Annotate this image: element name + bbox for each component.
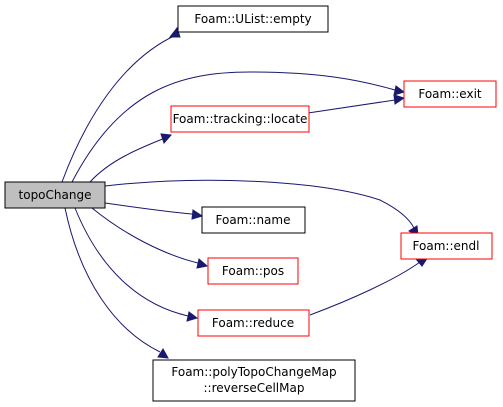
edge-reduce-endl (309, 261, 421, 316)
node-box (403, 80, 497, 108)
node-endl[interactable]: Foam::endl (400, 232, 493, 260)
node-label: Foam::tracking::locate (173, 112, 308, 126)
arrowhead-topochange-exit (393, 85, 406, 96)
node-label: Foam::name (216, 213, 291, 227)
arrowhead-topochange-locate (160, 133, 173, 144)
node-reduce[interactable]: Foam::reduce (197, 309, 310, 337)
arrowhead-topochange-pos (196, 258, 209, 269)
node-box (400, 232, 493, 260)
node-label-line1: Foam::polyTopoChangeMap (171, 365, 336, 379)
arrowhead-locate-exit (393, 94, 406, 105)
arrowhead-topochange-reversecellmap (157, 348, 169, 359)
node-box (197, 309, 310, 337)
edge-topochange-reduce (74, 207, 189, 317)
edge-topochange-reversecellmap (64, 207, 161, 353)
node-label: Foam::pos (222, 264, 284, 278)
edge-topochange-endl (104, 179, 415, 229)
node-box (170, 105, 310, 133)
node-box (201, 206, 306, 234)
node-exit[interactable]: Foam::exit (403, 80, 497, 108)
node-name[interactable]: Foam::name (201, 206, 306, 234)
node-box (4, 181, 106, 209)
node-box (177, 5, 329, 33)
edge-topochange-exit (71, 71, 396, 183)
edge-topochange-pos (91, 207, 199, 264)
node-label: topoChange (19, 188, 92, 202)
node-ulist-empty[interactable]: Foam::UList::empty (177, 5, 329, 33)
node-label: Foam::exit (418, 87, 482, 101)
edge-locate-exit (307, 99, 396, 114)
arrowhead-topochange-reduce (186, 311, 199, 322)
edge-topochange-ulist-empty (61, 34, 177, 183)
node-box (207, 257, 299, 285)
node-box (152, 359, 356, 402)
node-pos[interactable]: Foam::pos (207, 257, 299, 285)
edge-topochange-locate (89, 137, 166, 183)
node-label: Foam::UList::empty (194, 12, 311, 26)
node-label-line2: ::reverseCellMap (204, 381, 305, 395)
edge-topochange-name (104, 202, 193, 215)
edges (61, 26, 430, 359)
node-label: Foam::reduce (212, 316, 294, 330)
node-label: Foam::endl (413, 239, 480, 253)
arrowhead-topochange-name (191, 209, 204, 220)
node-reversecellmap[interactable]: Foam::polyTopoChangeMap ::reverseCellMap (152, 359, 356, 402)
node-topochange[interactable]: topoChange (4, 181, 106, 209)
node-tracking-locate[interactable]: Foam::tracking::locate (170, 105, 310, 133)
